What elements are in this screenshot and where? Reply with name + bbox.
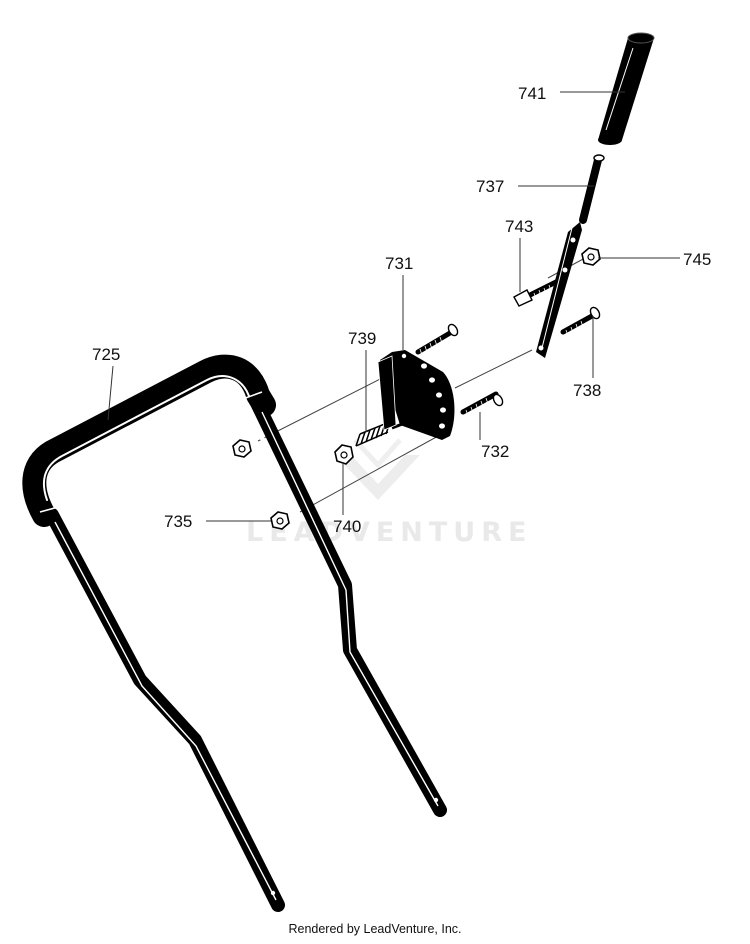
watermark-text: LEADVENTURE bbox=[246, 517, 532, 548]
nut-740 bbox=[334, 444, 354, 465]
callout-743: 743 bbox=[505, 217, 533, 236]
bolt-732 bbox=[460, 391, 504, 417]
bolt-738 bbox=[560, 306, 601, 337]
callout-735: 735 bbox=[164, 512, 192, 531]
callout-741: 741 bbox=[518, 84, 546, 103]
nut-735 bbox=[270, 511, 290, 530]
watermark-logo bbox=[335, 438, 420, 500]
callout-738: 738 bbox=[573, 381, 601, 400]
bracket-731 bbox=[377, 350, 455, 440]
grip-741 bbox=[598, 32, 655, 145]
callout-731: 731 bbox=[385, 254, 413, 273]
callout-labels: 741 737 743 745 731 739 725 738 732 740 … bbox=[92, 84, 711, 536]
callout-739: 739 bbox=[348, 329, 376, 348]
callout-737: 737 bbox=[476, 177, 504, 196]
callout-725: 725 bbox=[92, 345, 120, 364]
footer-credit: Rendered by LeadVenture, Inc. bbox=[288, 922, 462, 936]
callout-745: 745 bbox=[683, 250, 711, 269]
nut-upper bbox=[232, 439, 252, 458]
callout-leaders bbox=[107, 91, 680, 522]
bolt-upper bbox=[415, 323, 459, 356]
shift-rod-737 bbox=[536, 154, 605, 358]
assembly-lines bbox=[257, 257, 586, 513]
callout-740: 740 bbox=[333, 517, 361, 536]
callout-732: 732 bbox=[481, 442, 509, 461]
handle-frame-725 bbox=[22, 354, 447, 912]
nut-745 bbox=[581, 247, 601, 266]
